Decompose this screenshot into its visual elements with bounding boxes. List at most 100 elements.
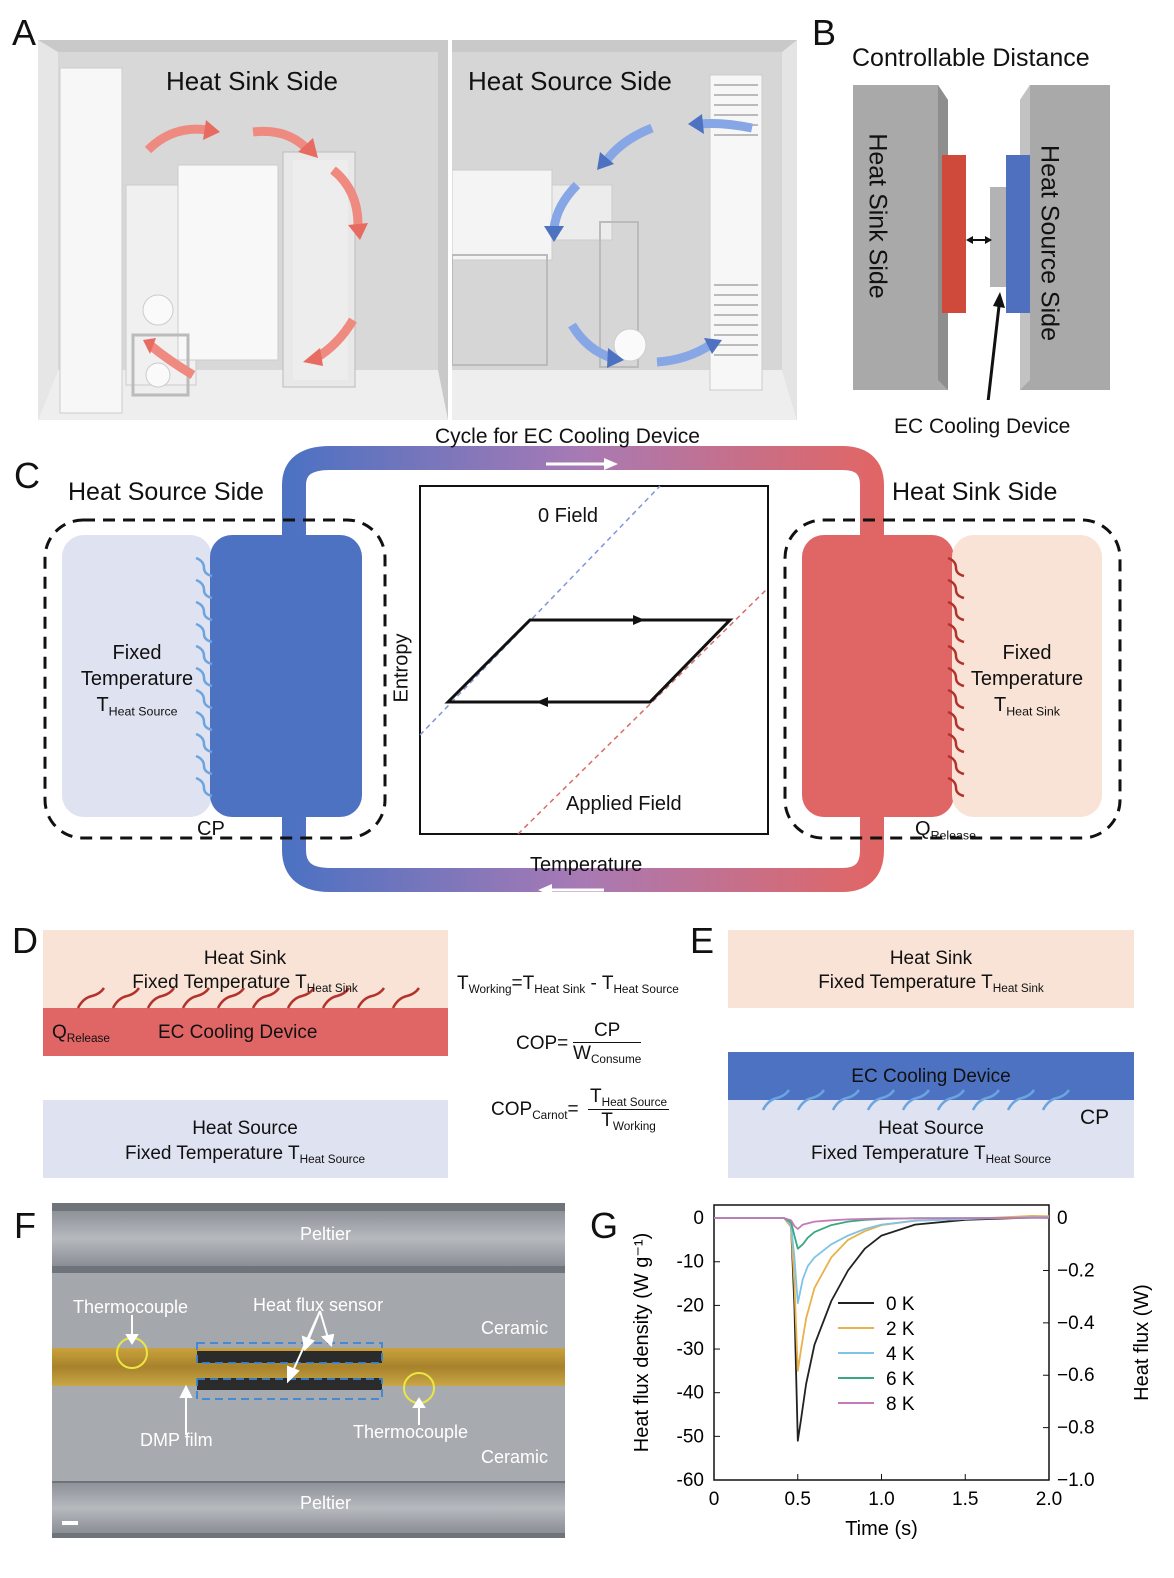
d-fixed-temp-source: Fixed Temperature THeat Source [124, 1143, 366, 1167]
f-heat-flux-sensor: Heat flux sensor [253, 1295, 384, 1315]
f-peltier-top: Peltier [300, 1224, 352, 1244]
b-device-label: EC Cooling Device [894, 415, 1071, 438]
f-ceramic-bottom: Ceramic [481, 1447, 549, 1467]
d-heat-release-arrows [76, 987, 421, 1009]
y-tick-label: -50 [677, 1426, 704, 1447]
panel-label-d: D [12, 920, 38, 961]
y-tick-label: -30 [677, 1339, 704, 1360]
c-entropy-axis: Entropy [390, 633, 413, 703]
room-render-source [452, 40, 797, 420]
y-tick-label: -20 [677, 1295, 704, 1316]
e-device-label: EC Cooling Device [851, 1066, 1011, 1087]
y2-tick-label: −1.0 [1057, 1470, 1095, 1491]
e-fixed-temp-source: Fixed Temperature THeat Source [810, 1143, 1052, 1167]
f-ceramic-top: Ceramic [481, 1318, 549, 1338]
device-photo [52, 1203, 565, 1538]
room-render-sink [38, 40, 448, 420]
legend-label-4: 8 K [886, 1394, 915, 1415]
x-tick-label: 1.5 [952, 1489, 978, 1510]
c-cycle-title: Cycle for EC Cooling Device [435, 425, 700, 448]
y2-tick-label: 0 [1057, 1208, 1068, 1229]
c-sink-title: Heat Sink Side [892, 478, 1058, 506]
device-schematic [853, 85, 1110, 400]
c-source-title: Heat Source Side [68, 478, 264, 506]
legend-label-1: 2 K [886, 1319, 915, 1340]
c-temperature-axis: Temperature [530, 854, 643, 876]
c-sink-temperature: Temperature [970, 668, 1084, 690]
eq-cop-numerator: CP [573, 1020, 642, 1043]
c-applied-field-label: Applied Field [566, 793, 682, 815]
series-line-0 [714, 1215, 1050, 1442]
cycle-diagram [43, 446, 1122, 896]
x-tick-label: 0.5 [785, 1489, 811, 1510]
c-sink-fixed: Fixed [1002, 642, 1052, 664]
c-source-fixed: Fixed [112, 642, 162, 664]
b-sink-label: Heat Sink Side [863, 133, 892, 299]
b-title: Controllable Distance [852, 44, 1090, 72]
y-tick-label: -60 [677, 1470, 704, 1491]
x-axis-label: Time (s) [845, 1518, 918, 1540]
c-q-release-label: QRelease [915, 818, 977, 843]
plot-frame [713, 1204, 1050, 1481]
d-fixed-temp-sink: Fixed Temperature THeat Sink [132, 972, 358, 996]
legend-label-3: 6 K [886, 1369, 915, 1390]
series-line-3 [714, 1216, 1050, 1250]
legend-label-0: 0 K [886, 1294, 915, 1315]
f-thermocouple-right: Thermocouple [353, 1422, 469, 1442]
panel-label-b: B [812, 12, 837, 53]
a-source-label: Heat Source Side [468, 66, 672, 96]
series-line-4 [714, 1216, 1050, 1230]
eq-t-working: TWorking=THeat Sink - THeat Source [457, 973, 679, 997]
x-tick-label: 2.0 [1036, 1489, 1062, 1510]
f-thermocouple-left: Thermocouple [73, 1297, 189, 1317]
c-source-temperature: Temperature [80, 668, 194, 690]
eq-cop-fraction: CP WConsume [573, 1020, 642, 1067]
d-device-label: EC Cooling Device [158, 1022, 318, 1043]
eq-carnot-fraction: THeat Source TWorking [588, 1086, 670, 1134]
y2-axis-label: Heat flux (W) [1131, 1284, 1153, 1401]
e-heat-source-label: Heat Source [878, 1118, 984, 1139]
c-source-t: THeat Source [96, 694, 178, 719]
y2-tick-label: −0.2 [1057, 1260, 1095, 1281]
panel-label-c: C [14, 455, 40, 496]
a-sink-label: Heat Sink Side [166, 66, 338, 96]
e-fixed-temp-sink: Fixed Temperature THeat Sink [818, 972, 1044, 996]
e-heat-absorb-arrows [761, 1089, 1071, 1111]
y2-tick-label: −0.6 [1057, 1365, 1095, 1386]
e-heat-source-block [728, 1100, 1134, 1178]
e-cp-label: CP [1080, 1106, 1110, 1129]
c-sink-block-text: Fixed Temperature THeat Sink [952, 640, 1102, 724]
e-heat-sink-block [728, 930, 1134, 1008]
y-tick-label: -10 [677, 1252, 704, 1273]
panel-label-f: F [14, 1205, 36, 1246]
eq-cop-label: COP= [516, 1033, 569, 1054]
d-device-block [43, 1008, 448, 1056]
series-line-1 [714, 1214, 1050, 1372]
x-tick-label: 0 [709, 1489, 720, 1510]
d-heat-source-block [43, 1100, 448, 1178]
d-heat-sink-block [43, 930, 448, 1008]
b-source-label: Heat Source Side [1035, 145, 1064, 341]
y-axis-label: Heat flux density (W g⁻¹) [631, 1233, 653, 1453]
d-heat-source-label: Heat Source [192, 1118, 298, 1139]
y-tick-label: 0 [693, 1208, 704, 1229]
c-cp-label: CP [197, 818, 225, 840]
legend-label-2: 4 K [886, 1344, 915, 1365]
x-tick-label: 1.0 [868, 1489, 894, 1510]
panel-label-e: E [690, 920, 715, 961]
y2-tick-label: −0.8 [1057, 1418, 1095, 1439]
eq-carnot-denominator: TWorking [601, 1110, 656, 1134]
panel-label-a: A [12, 12, 37, 53]
eq-cop-carnot-label: COPCarnot= [491, 1099, 579, 1123]
eq-carnot-numerator: THeat Source [588, 1086, 670, 1111]
c-sink-t: THeat Sink [994, 694, 1060, 719]
e-heat-sink-label: Heat Sink [889, 948, 973, 969]
y-tick-label: -40 [677, 1383, 704, 1404]
d-heat-sink-label: Heat Sink [203, 948, 287, 969]
d-q-release: QRelease [52, 1022, 110, 1046]
y2-tick-label: −0.4 [1057, 1313, 1095, 1334]
eq-cop-denominator: WConsume [573, 1043, 642, 1067]
panel-label-g: G [590, 1205, 619, 1246]
f-dmp-film: DMP film [140, 1430, 213, 1450]
